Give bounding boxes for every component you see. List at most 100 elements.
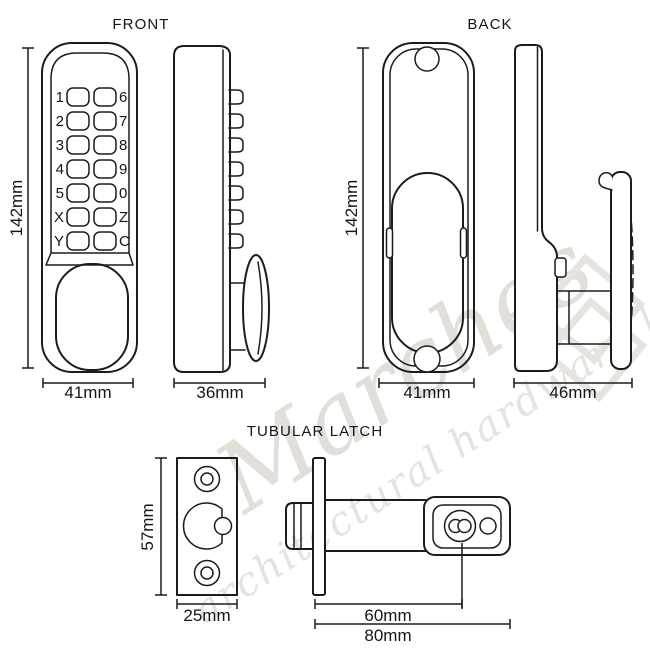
back-section: BACK 142mm 41mm [342, 16, 634, 402]
keypad-button [93, 207, 117, 227]
spindle-follower-right [457, 518, 472, 534]
keypad-key-label: Y [54, 233, 64, 250]
back-title: BACK [467, 16, 512, 33]
latch-faceplate-view [176, 457, 238, 596]
front-knob [55, 263, 129, 371]
latch-plate-height-dimension: 57mm [138, 457, 167, 596]
back-side-view [514, 44, 634, 372]
latch-end-cap-inner [432, 504, 502, 549]
housing-clip-right [459, 227, 468, 259]
front-side-knob [242, 254, 270, 362]
back-face-view [382, 42, 475, 373]
latch-plate-width-label: 25mm [183, 606, 230, 625]
back-depth-dimension: 46mm [513, 378, 633, 402]
keypad-key-label: 1 [56, 89, 64, 106]
front-depth-dimension: 36mm [173, 378, 266, 402]
latch-backset-label: 60mm [364, 606, 411, 625]
keypad-button [66, 231, 90, 251]
handle-hook [598, 172, 613, 191]
front-side-view [173, 45, 270, 373]
keypad-button [66, 207, 90, 227]
housing-clip-left [385, 227, 394, 259]
handle-lever [610, 171, 632, 370]
back-width-dimension: 41mm [378, 378, 475, 402]
button-tab [228, 209, 244, 225]
back-width-label: 41mm [403, 383, 450, 402]
back-side-body [514, 44, 558, 372]
keypad-key-label: 6 [119, 89, 127, 106]
back-height-dimension: 142mm [342, 47, 369, 369]
latch-length-dimension: 80mm [314, 619, 511, 645]
front-body-outline [41, 42, 138, 373]
keypad-key-label: 9 [119, 161, 127, 178]
latch-screw-hole-top-inner [200, 472, 214, 486]
latch-plate-height-label: 57mm [138, 503, 157, 550]
keypad-button [66, 111, 90, 131]
keypad-button [93, 231, 117, 251]
latch-bolt [285, 502, 314, 550]
keypad-key-label: X [54, 209, 64, 226]
keypad-key-label: 3 [56, 137, 64, 154]
screw-hole-bottom [413, 345, 441, 373]
keypad-key-label: Z [119, 209, 128, 226]
keypad-button [93, 159, 117, 179]
spindle-hub [556, 290, 612, 345]
keypad-button [66, 159, 90, 179]
keypad-key-label: 7 [119, 113, 127, 130]
front-height-dimension: 142mm [7, 47, 34, 369]
latch-plate-outline [176, 457, 238, 596]
latch-length-label: 80mm [364, 626, 411, 645]
back-side-tab [554, 257, 567, 278]
latch-screw-hole-top [193, 465, 221, 493]
front-width-dimension: 41mm [42, 378, 134, 402]
spindle-hole [443, 509, 477, 543]
latch-section: TUBULAR LATCH 57mm [138, 423, 511, 645]
keypad-key-label: 4 [56, 161, 64, 178]
front-side-buttons [228, 89, 244, 249]
front-width-label: 41mm [64, 383, 111, 402]
latch-backset-dimension: 60mm [314, 599, 463, 625]
knob-highlight [257, 261, 263, 355]
button-tab [228, 137, 244, 153]
latch-plate-width-dimension: 25mm [176, 599, 238, 625]
latch-barrel [324, 499, 429, 552]
keypad-panel [50, 52, 130, 254]
front-depth-label: 36mm [196, 383, 243, 402]
knob-neck [229, 282, 246, 351]
keypad-button [93, 111, 117, 131]
button-tab [228, 113, 244, 129]
keypad: 1 2 3 4 5 X Y 6 7 8 9 0 Z C [54, 87, 130, 251]
latch-title: TUBULAR LATCH [247, 423, 384, 440]
keypad-key-label: 8 [119, 137, 127, 154]
keypad-key-label: 5 [56, 185, 64, 202]
front-face-view: 1 2 3 4 5 X Y 6 7 8 9 0 Z C [41, 42, 138, 373]
fixing-hole [479, 517, 497, 535]
keypad-button [66, 87, 90, 107]
keypad-key-label: 0 [119, 185, 127, 202]
keypad-button [93, 183, 117, 203]
front-title: FRONT [112, 16, 169, 33]
latch-face-bar [312, 457, 326, 596]
button-tab [228, 161, 244, 177]
latch-bolt-ridges [293, 502, 302, 550]
keypad-key-label: C [119, 233, 130, 250]
keypad-button [66, 135, 90, 155]
latch-screw-hole-bottom [193, 559, 221, 587]
latch-side-view [285, 457, 511, 608]
latch-bolt-cutout [182, 502, 223, 550]
latch-screw-hole-bottom-inner [200, 566, 214, 580]
front-height-label: 142mm [7, 180, 26, 237]
latch-bolt-pin [213, 516, 233, 536]
button-tab [228, 233, 244, 249]
keypad-button [93, 135, 117, 155]
keypad-key-label: 2 [56, 113, 64, 130]
back-height-label: 142mm [342, 180, 361, 237]
button-tab [228, 89, 244, 105]
screw-hole-top [414, 46, 440, 72]
button-tab [228, 185, 244, 201]
back-depth-label: 46mm [549, 383, 596, 402]
keypad-button [66, 183, 90, 203]
front-side-body [173, 45, 231, 373]
